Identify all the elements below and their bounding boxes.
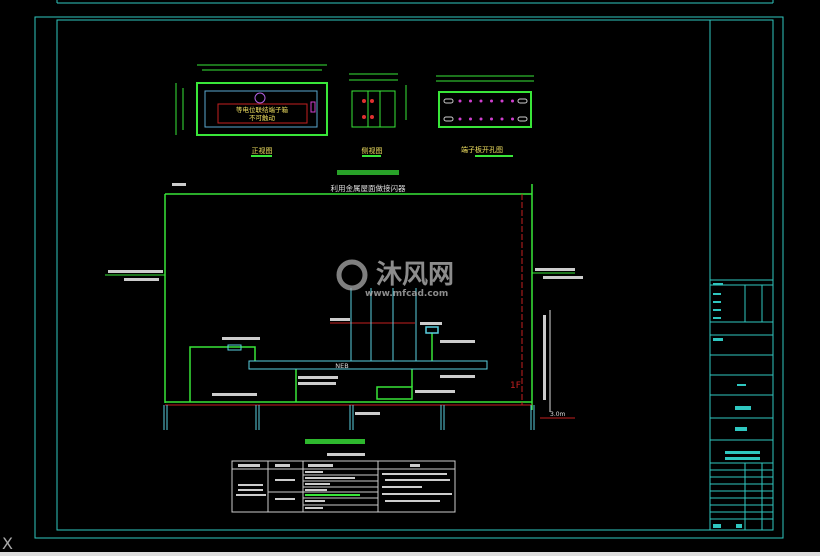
neb-bar <box>248 360 488 370</box>
terminal-hole <box>511 99 514 103</box>
elevation-diagram: 利用金属屋面做接闪器 NEB 1F <box>105 170 583 430</box>
spec-table <box>231 439 456 513</box>
lightning-symbol-icon <box>254 92 266 104</box>
front-view-label: 正视图 <box>252 146 273 155</box>
neb-label: NEB <box>335 362 348 370</box>
terminal-hole <box>500 117 504 121</box>
terminal-plate-view: 端子板开孔图 <box>436 75 534 157</box>
status-bar <box>0 552 820 556</box>
watermark-brand: 沐风网 <box>376 260 454 290</box>
terminal-hole <box>479 99 483 103</box>
side-view: 侧视图 <box>349 73 407 157</box>
terminal-hole <box>469 117 472 121</box>
ucs-axis-icon: X <box>2 534 13 553</box>
watermark-url: www.mfcad.com <box>365 289 448 299</box>
front-view: 等电位联结端子箱 不可触动 正视图 <box>175 64 328 157</box>
box-title: 等电位联结端子箱 <box>236 105 289 114</box>
terminal-hole <box>458 117 462 121</box>
sheet-frame <box>34 0 784 539</box>
watermark: 沐风网 www.mfcad.com <box>336 259 454 299</box>
terminal-hole <box>469 99 472 103</box>
terminal-hole <box>500 99 504 103</box>
terminal-hole <box>490 99 493 103</box>
watermark-logo-icon <box>336 259 368 291</box>
terminal-hole <box>490 117 493 121</box>
roof-label: 利用金属屋面做接闪器 <box>331 183 406 193</box>
terminal-hole <box>479 117 483 121</box>
floor-label: 1F <box>510 381 521 391</box>
box-warning: 不可触动 <box>249 113 276 122</box>
title-block <box>710 279 773 530</box>
terminal-hole <box>458 99 462 103</box>
terminal-hole <box>511 117 514 121</box>
terminal-plate-label: 端子板开孔图 <box>461 145 503 154</box>
side-view-label: 侧视图 <box>362 146 383 155</box>
height-dimension: 3.0m <box>550 411 566 418</box>
